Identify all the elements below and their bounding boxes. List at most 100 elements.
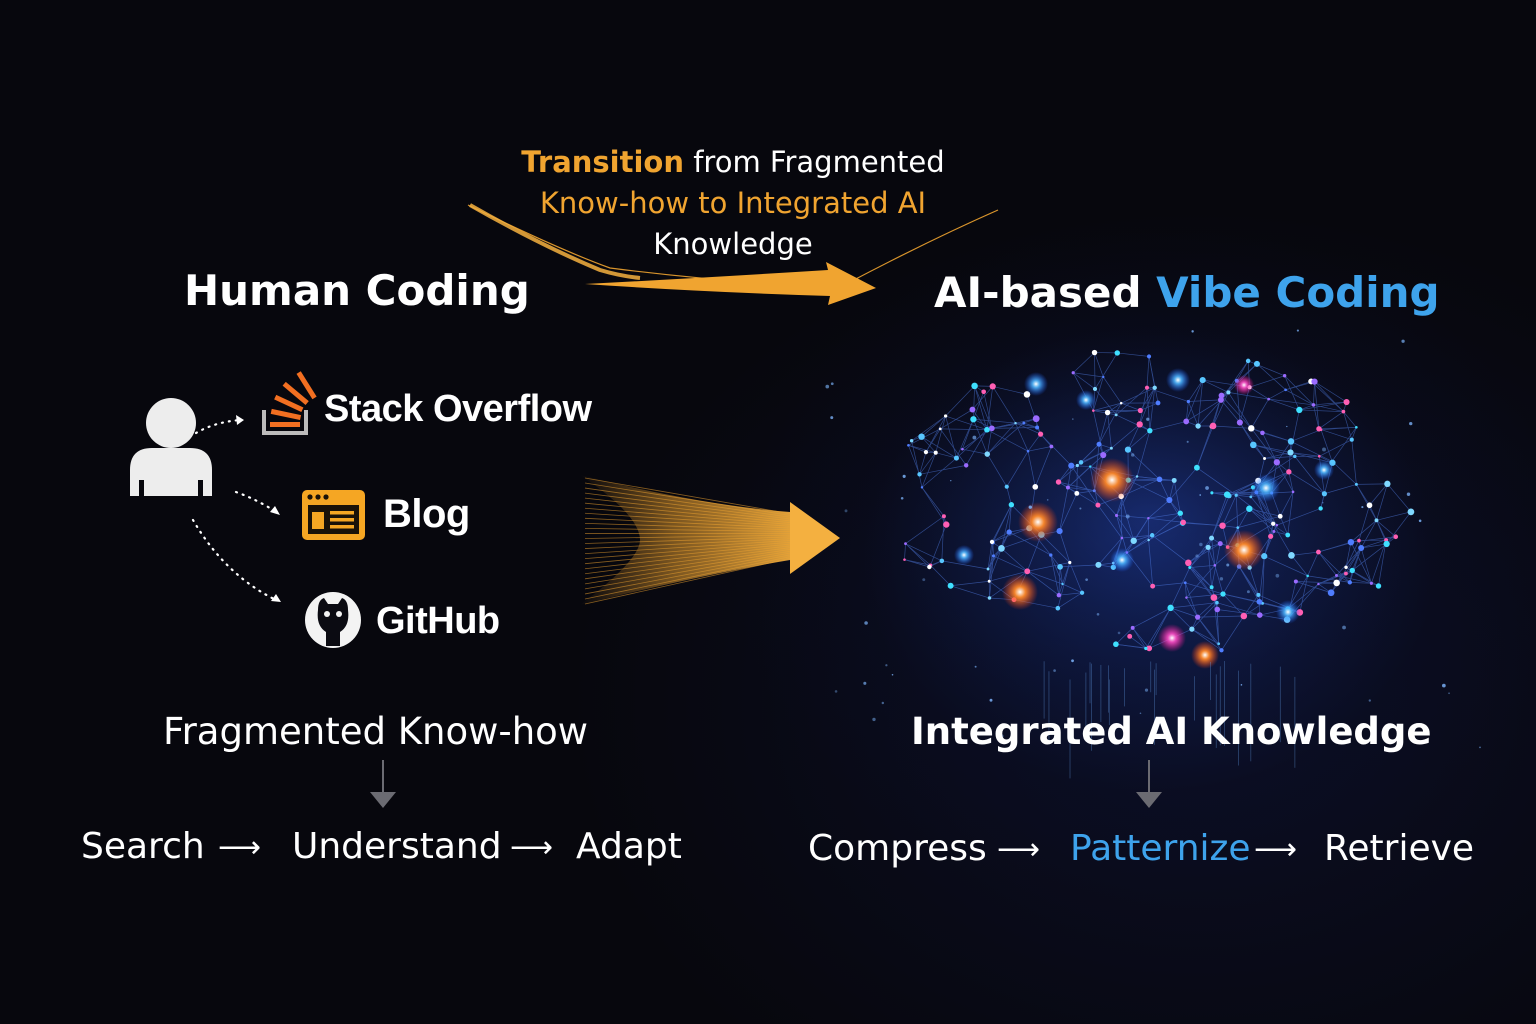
network-node <box>1311 378 1318 385</box>
network-node <box>1217 642 1221 646</box>
beam-line <box>584 477 793 515</box>
network-link <box>911 440 923 488</box>
network-link <box>993 555 1028 572</box>
network-node <box>1130 537 1137 544</box>
network-link <box>1169 467 1198 501</box>
network-node <box>1296 406 1303 414</box>
network-link <box>1121 402 1141 411</box>
network-link <box>1314 381 1344 412</box>
background-star <box>1286 425 1288 428</box>
network-link <box>1320 429 1333 462</box>
network-link <box>1148 522 1183 541</box>
network-link <box>1115 387 1148 416</box>
network-node <box>1333 579 1340 587</box>
network-node <box>989 383 996 390</box>
network-node <box>1092 386 1098 392</box>
background-star <box>1344 727 1347 729</box>
network-node <box>1079 590 1085 595</box>
background-star <box>1418 519 1422 523</box>
network-link <box>1197 615 1244 618</box>
network-node <box>1171 477 1177 483</box>
network-node <box>1004 484 1009 489</box>
network-link <box>992 504 1012 543</box>
network-link <box>1369 505 1387 541</box>
network-link <box>950 580 990 587</box>
network-node <box>1335 574 1338 577</box>
network-node <box>1049 444 1054 449</box>
network-link <box>1189 567 1212 588</box>
blog-label: Blog <box>383 492 470 536</box>
network-link <box>1264 452 1291 459</box>
network-link <box>1350 520 1377 543</box>
network-link <box>1197 593 1224 618</box>
network-link <box>1140 387 1156 411</box>
network-link <box>962 448 988 455</box>
network-node <box>1074 490 1080 496</box>
network-node <box>904 542 907 546</box>
network-link <box>1149 387 1156 431</box>
network-link <box>1314 381 1347 403</box>
network-link <box>1299 409 1344 412</box>
background-star <box>1342 625 1346 630</box>
network-link <box>1062 583 1083 594</box>
network-node <box>1217 541 1223 547</box>
network-link <box>1318 575 1337 585</box>
network-link <box>1253 444 1291 453</box>
background-star <box>1144 688 1149 692</box>
network-node <box>1124 446 1132 453</box>
network-link <box>1137 476 1175 481</box>
network-node <box>1214 606 1221 613</box>
beam-line <box>584 492 793 520</box>
network-link <box>1295 581 1337 584</box>
network-link <box>1212 392 1229 427</box>
beam-line <box>584 507 793 525</box>
network-link <box>1331 461 1357 485</box>
network-node <box>1102 375 1105 379</box>
network-node <box>943 414 948 418</box>
network-node <box>1194 464 1200 471</box>
network-link <box>1313 401 1347 406</box>
background-star <box>891 673 894 676</box>
network-link <box>1238 566 1259 596</box>
network-node <box>1358 544 1365 551</box>
network-node <box>1137 407 1143 414</box>
network-link <box>1263 536 1271 557</box>
network-node <box>1071 371 1075 375</box>
network-node <box>1075 463 1079 468</box>
background-star <box>1191 330 1194 333</box>
network-link <box>1236 487 1254 496</box>
network-node <box>1275 523 1279 527</box>
network-link <box>1263 523 1274 557</box>
network-node <box>1293 579 1298 584</box>
network-link <box>1120 496 1123 539</box>
network-link <box>1371 539 1387 584</box>
transition-arrow <box>467 203 999 305</box>
network-link <box>1262 432 1278 463</box>
network-link <box>1279 516 1289 536</box>
network-node <box>1287 438 1295 445</box>
network-node <box>1347 538 1355 546</box>
network-node <box>1065 485 1070 490</box>
network-link <box>1148 540 1154 587</box>
network-link <box>1133 534 1153 542</box>
network-node <box>1349 437 1354 442</box>
network-link <box>1343 411 1353 440</box>
network-link <box>1236 494 1251 498</box>
network-link <box>1191 628 1222 651</box>
network-node <box>1119 401 1123 405</box>
network-link <box>1276 441 1292 463</box>
network-link <box>1023 422 1038 428</box>
network-node <box>1006 529 1012 535</box>
network-link <box>1148 512 1181 519</box>
network-link <box>1062 562 1071 585</box>
network-link <box>1227 492 1257 495</box>
background-star <box>900 496 904 500</box>
network-node <box>1114 350 1120 356</box>
network-link <box>1290 409 1300 453</box>
network-link <box>1040 433 1072 466</box>
network-link <box>1072 352 1095 373</box>
network-link <box>1313 404 1320 429</box>
network-link <box>1136 430 1151 477</box>
background-star <box>1072 418 1074 420</box>
network-link <box>1249 508 1281 517</box>
